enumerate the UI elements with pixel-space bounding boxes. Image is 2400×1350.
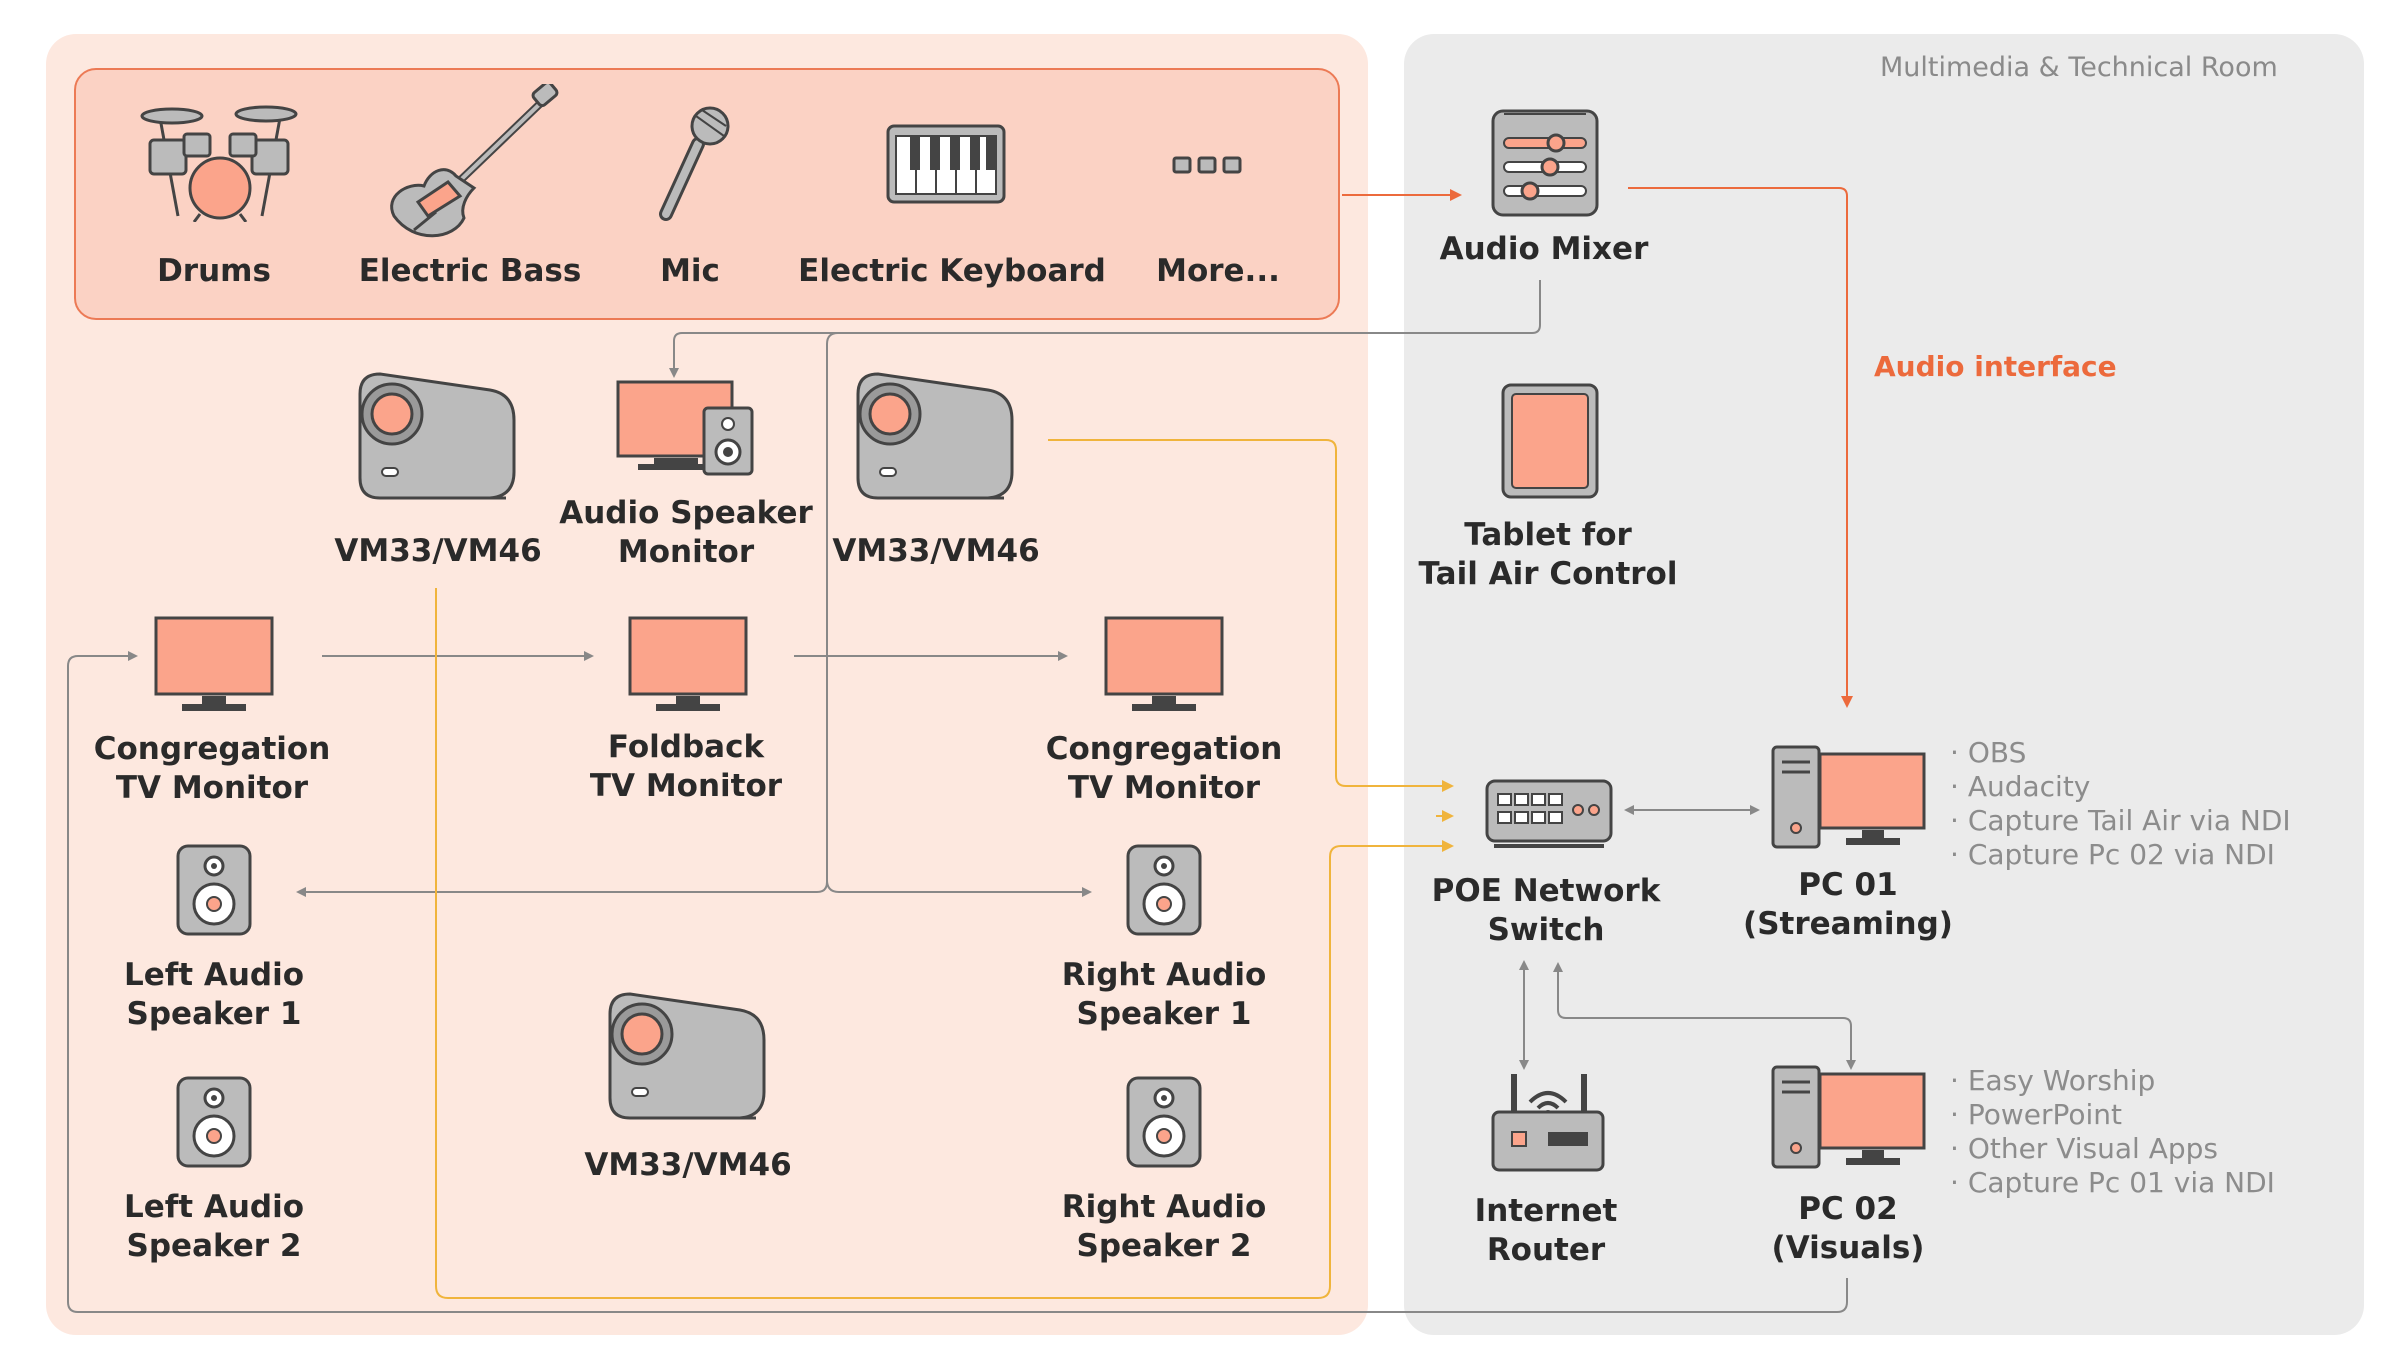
network-switch-icon: [1485, 779, 1613, 848]
tv-monitor-icon: [628, 616, 748, 711]
speaker-icon: [176, 1076, 252, 1168]
audio-interface-link: [1628, 187, 1853, 708]
bus-to-right-speaker-link: [826, 879, 1092, 897]
keyboard-icon: [886, 124, 1006, 204]
camera-2-feed: [1048, 439, 1454, 792]
router-icon: [1491, 1074, 1605, 1172]
tv-monitor-icon: [154, 616, 274, 711]
pc02-video-out-link: [67, 651, 1848, 1313]
camera-1-label: VM33/VM46: [334, 533, 542, 569]
tv-monitor-icon: [1104, 616, 1224, 711]
camera-icon: [358, 372, 516, 500]
pc01-app-list: OBS Audacity Capture Tail Air via NDI Ca…: [1950, 736, 2291, 872]
pc-icon: [1771, 1065, 1926, 1169]
switch-to-pc02-link: [1557, 964, 1856, 1070]
speaker-icon: [1126, 844, 1202, 936]
camera-1-3-feed: [435, 588, 1454, 1299]
pc02-app: Easy Worship: [1950, 1064, 2275, 1098]
camera-2-label: VM33/VM46: [832, 533, 1040, 569]
instrument-label-keyboard: Electric Keyboard: [798, 253, 1106, 289]
electric-bass-icon: [390, 84, 559, 238]
pc01-app: Audacity: [1950, 770, 2291, 804]
mic-icon: [659, 106, 730, 221]
pc-icon: [1771, 745, 1926, 849]
pc02-app-list: Easy Worship PowerPoint Other Visual App…: [1950, 1064, 2275, 1200]
speaker-icon: [1126, 1076, 1202, 1168]
instrument-label-bass: Electric Bass: [358, 253, 582, 289]
camera-3-label: VM33/VM46: [584, 1147, 792, 1183]
pc02-app: PowerPoint: [1950, 1098, 2275, 1132]
instrument-label-drums: Drums: [157, 253, 271, 289]
drums-icon: [140, 105, 298, 222]
pc01-app: Capture Pc 02 via NDI: [1950, 838, 2291, 872]
instrument-label-more: More...: [1156, 253, 1280, 289]
mixer-to-speaker-monitor-link: [669, 280, 1541, 378]
pc02-label: PC 02(Visuals): [1771, 1191, 1925, 1266]
speaker-icon: [176, 844, 252, 936]
pc01-app: Capture Tail Air via NDI: [1950, 804, 2291, 838]
camera-icon: [608, 992, 766, 1120]
instrument-label-mic: Mic: [660, 253, 720, 289]
more-icon: [1172, 156, 1242, 174]
pc01-app: OBS: [1950, 736, 2291, 770]
audio-interface-label: Audio interface: [1874, 350, 2117, 383]
camera-icon: [856, 372, 1014, 500]
tablet-icon: [1501, 383, 1599, 499]
pc02-app: Other Visual Apps: [1950, 1132, 2275, 1166]
audio-mixer-icon: [1491, 109, 1599, 217]
audio-mixer-label: Audio Mixer: [1439, 231, 1649, 267]
room-title: Multimedia & Technical Room: [1880, 52, 2278, 83]
pc01-label: PC 01(Streaming): [1743, 867, 1953, 942]
pc02-app: Capture Pc 01 via NDI: [1950, 1166, 2275, 1200]
speaker-monitor-icon: [616, 380, 754, 476]
